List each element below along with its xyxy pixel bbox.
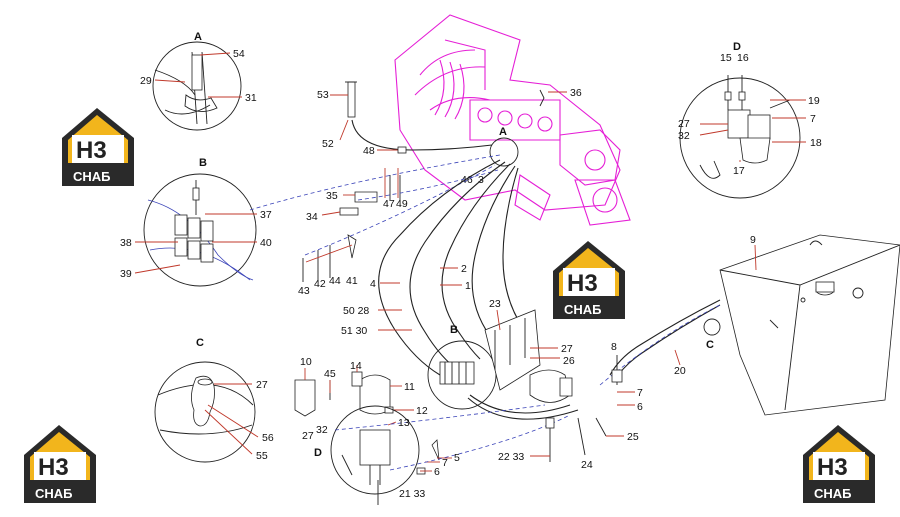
callout-8: 8 [611, 341, 617, 353]
logo-name: СНАБ [814, 486, 852, 501]
label-b: B [450, 324, 458, 336]
callout-37: 37 [260, 209, 272, 221]
detail-d: D 15 16 19 7 27 32 18 17 [678, 41, 822, 199]
bottom-middle-components: 22 33 24 25 [498, 417, 639, 471]
callout-32-bl: 32 [316, 424, 328, 436]
label-d: D [314, 447, 322, 459]
callout-17: 17 [733, 165, 745, 177]
detail-d-title: D [733, 41, 741, 53]
callout-11: 11 [404, 381, 415, 393]
callout-9: 9 [750, 234, 756, 246]
callout-14: 14 [350, 360, 362, 372]
detail-c: C 27 56 55 [154, 337, 274, 463]
callout-25: 25 [627, 431, 639, 443]
logo-mark: H3 [76, 137, 107, 164]
callout-42: 42 [314, 278, 326, 290]
callout-6-bl: 6 [434, 466, 440, 478]
callout-20: 20 [674, 365, 686, 377]
callout-29: 29 [140, 75, 152, 87]
callout-54: 54 [233, 48, 245, 60]
callout-2: 2 [461, 263, 467, 275]
callout-1: 1 [465, 280, 471, 292]
callout-49: 49 [396, 198, 408, 210]
callout-40: 40 [260, 237, 272, 249]
callout-18: 18 [810, 137, 822, 149]
bottom-left-components: 10 45 14 11 12 13 27 32 D 5 7 6 21 33 [294, 356, 571, 505]
logo-center: H3 СНАБ [553, 241, 625, 319]
callout-35: 35 [326, 190, 338, 202]
callout-55: 55 [256, 450, 268, 462]
callout-38: 38 [120, 237, 132, 249]
middle-left-components: 35 34 47 49 43 42 44 41 [249, 154, 501, 297]
logo-name: СНАБ [35, 486, 73, 501]
callout-7-bl: 7 [442, 457, 448, 469]
callout-53: 53 [317, 89, 329, 101]
callout-34: 34 [306, 211, 318, 223]
callout-27-b: 27 [561, 343, 573, 355]
logo-left-top: H3 СНАБ [62, 108, 134, 186]
top-components: 53 52 48 36 A 46 3 [317, 81, 582, 186]
callout-4: 4 [370, 278, 376, 290]
callout-41: 41 [346, 275, 358, 287]
detail-b: B 37 38 40 39 [120, 157, 272, 287]
callout-21-33: 21 33 [399, 488, 425, 500]
callout-51-30: 51 30 [341, 325, 367, 337]
logo-right-bottom: H3 СНАБ [803, 425, 875, 503]
callout-27-bl: 27 [302, 430, 314, 442]
callout-7-r: 7 [637, 387, 643, 399]
detail-a: A 54 29 31 [140, 31, 257, 131]
callout-24: 24 [581, 459, 593, 471]
callout-5: 5 [454, 452, 460, 464]
callout-6-r: 6 [637, 401, 643, 413]
logo-mark: H3 [817, 454, 848, 481]
callout-36: 36 [570, 87, 582, 99]
callout-27-d: 27 [678, 118, 690, 130]
detail-a-title: A [194, 31, 202, 43]
callout-31: 31 [245, 92, 257, 104]
fuel-tank: 9 20 C 8 7 6 [599, 234, 900, 416]
callout-44: 44 [329, 275, 341, 287]
logo-mark: H3 [567, 270, 598, 297]
callout-7-d: 7 [810, 113, 816, 125]
logo-mark: H3 [38, 454, 69, 481]
callout-22-33: 22 33 [498, 451, 524, 463]
logo-name: СНАБ [564, 302, 602, 317]
detail-b-title: B [199, 157, 207, 169]
callout-47: 47 [383, 198, 395, 210]
valve-area: B 23 27 26 [427, 298, 579, 420]
callout-23: 23 [489, 298, 501, 310]
logo-left-bottom: H3 СНАБ [24, 425, 96, 503]
callout-56: 56 [262, 432, 274, 444]
callout-48: 48 [363, 145, 375, 157]
detail-c-title: C [196, 337, 204, 349]
callout-15: 15 [720, 52, 732, 64]
callout-43: 43 [298, 285, 310, 297]
label-a: A [499, 126, 507, 138]
callout-13: 13 [398, 417, 410, 429]
callout-50-28: 50 28 [343, 305, 369, 317]
callout-26: 26 [563, 355, 575, 367]
callout-12: 12 [416, 405, 428, 417]
label-c: C [706, 339, 714, 351]
callout-32-d: 32 [678, 130, 690, 142]
callout-52: 52 [322, 138, 334, 150]
callout-19: 19 [808, 95, 820, 107]
callout-10: 10 [300, 356, 312, 368]
hose-bundle: 4 2 1 50 28 51 30 [341, 159, 524, 376]
callout-27-c: 27 [256, 379, 268, 391]
callout-39: 39 [120, 268, 132, 280]
engine-transmission [394, 14, 631, 226]
logo-name: СНАБ [73, 169, 111, 184]
callout-16: 16 [737, 52, 749, 64]
callout-45: 45 [324, 368, 336, 380]
